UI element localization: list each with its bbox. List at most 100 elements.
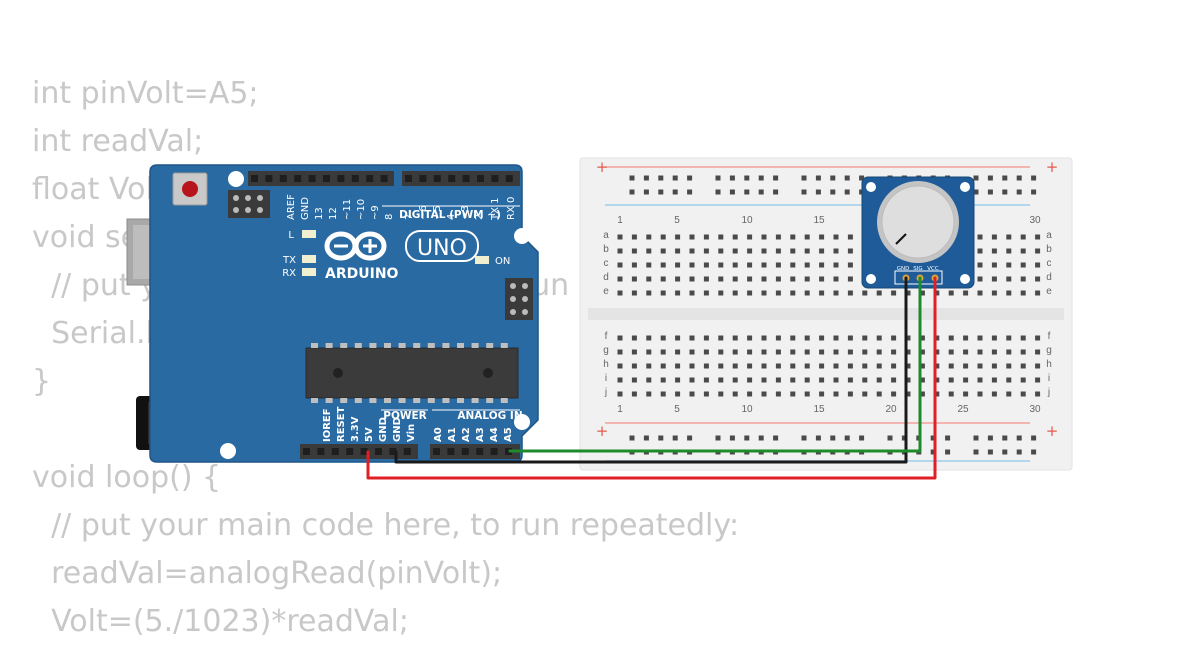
breadboard-hole[interactable] (862, 349, 868, 355)
breadboard-hole[interactable] (718, 234, 724, 240)
header-pin[interactable] (447, 448, 455, 455)
breadboard-hole[interactable] (1006, 349, 1012, 355)
breadboard-hole[interactable] (631, 248, 637, 254)
breadboard-hole[interactable] (833, 349, 839, 355)
breadboard-hole[interactable] (1016, 189, 1022, 195)
breadboard-hole[interactable] (830, 175, 836, 181)
breadboard-hole[interactable] (804, 290, 810, 296)
breadboard-hole[interactable] (905, 363, 911, 369)
breadboard-hole[interactable] (732, 234, 738, 240)
breadboard-hole[interactable] (761, 391, 767, 397)
breadboard-hole[interactable] (1031, 435, 1037, 441)
breadboard-hole[interactable] (973, 435, 979, 441)
breadboard-hole[interactable] (617, 290, 623, 296)
wire-a5-signal[interactable] (508, 276, 922, 453)
breadboard-hole[interactable] (631, 234, 637, 240)
breadboard-hole[interactable] (729, 189, 735, 195)
breadboard-hole[interactable] (744, 175, 750, 181)
breadboard-hole[interactable] (747, 290, 753, 296)
breadboard-hole[interactable] (660, 248, 666, 254)
breadboard-hole[interactable] (1035, 262, 1041, 268)
breadboard-hole[interactable] (758, 189, 764, 195)
breadboard-hole[interactable] (718, 391, 724, 397)
breadboard-hole[interactable] (617, 262, 623, 268)
breadboard-hole[interactable] (905, 349, 911, 355)
breadboard-hole[interactable] (963, 363, 969, 369)
breadboard-hole[interactable] (833, 290, 839, 296)
breadboard-hole[interactable] (804, 377, 810, 383)
breadboard-hole[interactable] (790, 290, 796, 296)
breadboard-hole[interactable] (1035, 391, 1041, 397)
header-pin[interactable] (323, 175, 330, 182)
breadboard-hole[interactable] (830, 435, 836, 441)
breadboard-hole[interactable] (747, 363, 753, 369)
breadboard-hole[interactable] (1035, 363, 1041, 369)
breadboard-hole[interactable] (833, 276, 839, 282)
breadboard-hole[interactable] (747, 349, 753, 355)
breadboard-hole[interactable] (847, 335, 853, 341)
breadboard-hole[interactable] (905, 391, 911, 397)
breadboard-hole[interactable] (617, 363, 623, 369)
breadboard-hole[interactable] (643, 175, 649, 181)
breadboard-hole[interactable] (847, 391, 853, 397)
breadboard-hole[interactable] (819, 262, 825, 268)
header-pin[interactable] (433, 175, 441, 182)
breadboard-hole[interactable] (987, 189, 993, 195)
breadboard-hole[interactable] (905, 335, 911, 341)
breadboard-hole[interactable] (675, 234, 681, 240)
breadboard-hole[interactable] (819, 276, 825, 282)
breadboard-hole[interactable] (646, 391, 652, 397)
breadboard-hole[interactable] (1035, 276, 1041, 282)
breadboard-hole[interactable] (934, 290, 940, 296)
breadboard-hole[interactable] (1002, 175, 1008, 181)
breadboard-hole[interactable] (687, 189, 693, 195)
breadboard-hole[interactable] (617, 335, 623, 341)
breadboard-hole[interactable] (905, 290, 911, 296)
breadboard-hole[interactable] (934, 363, 940, 369)
breadboard-hole[interactable] (977, 248, 983, 254)
breadboard-hole[interactable] (862, 290, 868, 296)
breadboard-hole[interactable] (862, 335, 868, 341)
breadboard-hole[interactable] (703, 363, 709, 369)
breadboard-hole[interactable] (747, 234, 753, 240)
header-pin[interactable] (490, 448, 498, 455)
breadboard-hole[interactable] (887, 435, 893, 441)
breadboard-hole[interactable] (761, 377, 767, 383)
breadboard-hole[interactable] (747, 262, 753, 268)
breadboard-hole[interactable] (703, 262, 709, 268)
breadboard-hole[interactable] (819, 391, 825, 397)
breadboard-hole[interactable] (1020, 234, 1026, 240)
breadboard-hole[interactable] (991, 363, 997, 369)
breadboard-hole[interactable] (862, 363, 868, 369)
breadboard-hole[interactable] (948, 349, 954, 355)
breadboard-hole[interactable] (963, 391, 969, 397)
breadboard-hole[interactable] (703, 234, 709, 240)
breadboard-hole[interactable] (945, 449, 951, 455)
breadboard-hole[interactable] (775, 276, 781, 282)
header-pin[interactable] (346, 448, 354, 455)
breadboard-hole[interactable] (876, 377, 882, 383)
breadboard-hole[interactable] (744, 189, 750, 195)
breadboard-hole[interactable] (660, 349, 666, 355)
breadboard-hole[interactable] (1002, 435, 1008, 441)
breadboard-hole[interactable] (830, 189, 836, 195)
header-pin[interactable] (389, 448, 397, 455)
breadboard-hole[interactable] (833, 363, 839, 369)
breadboard-hole[interactable] (646, 349, 652, 355)
breadboard-hole[interactable] (844, 435, 850, 441)
breadboard-hole[interactable] (761, 248, 767, 254)
breadboard-hole[interactable] (801, 189, 807, 195)
breadboard-hole[interactable] (847, 349, 853, 355)
breadboard-hole[interactable] (804, 262, 810, 268)
breadboard-hole[interactable] (833, 248, 839, 254)
breadboard-hole[interactable] (1035, 335, 1041, 341)
breadboard-hole[interactable] (1006, 234, 1012, 240)
breadboard-hole[interactable] (675, 290, 681, 296)
breadboard-hole[interactable] (718, 262, 724, 268)
breadboard-hole[interactable] (833, 377, 839, 383)
header-pin[interactable] (366, 175, 374, 182)
breadboard-hole[interactable] (631, 335, 637, 341)
breadboard-hole[interactable] (660, 262, 666, 268)
breadboard-hole[interactable] (891, 377, 897, 383)
breadboard-hole[interactable] (804, 276, 810, 282)
